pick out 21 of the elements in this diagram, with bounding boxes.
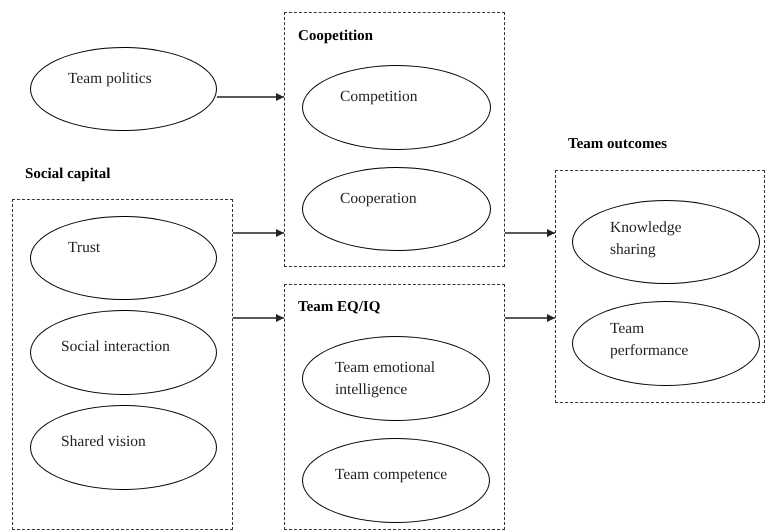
node-label: Knowledge sharing [610, 218, 682, 260]
node-label: Team competence [335, 465, 448, 485]
node-label: Team politics [68, 69, 153, 89]
group-heading: Coopetition [298, 27, 373, 46]
arrow [217, 93, 284, 101]
node-label: Competition [340, 87, 418, 107]
node-label: Trust [68, 238, 102, 258]
node-label: Shared vision [61, 432, 147, 452]
node-label: Social interaction [61, 337, 171, 357]
arrow [505, 314, 555, 322]
dashed-group-box [284, 284, 505, 530]
node-label: Team performance [610, 319, 690, 361]
node-label: Team emotional intelligence [335, 358, 436, 400]
arrow [505, 229, 555, 237]
arrow [233, 229, 284, 237]
group-heading: Social capital [25, 165, 110, 184]
dashed-group-box [284, 12, 505, 267]
group-heading: Team EQ/IQ [298, 298, 380, 317]
node-label: Cooperation [340, 189, 418, 209]
arrow [233, 314, 284, 322]
group-heading: Team outcomes [568, 135, 668, 154]
